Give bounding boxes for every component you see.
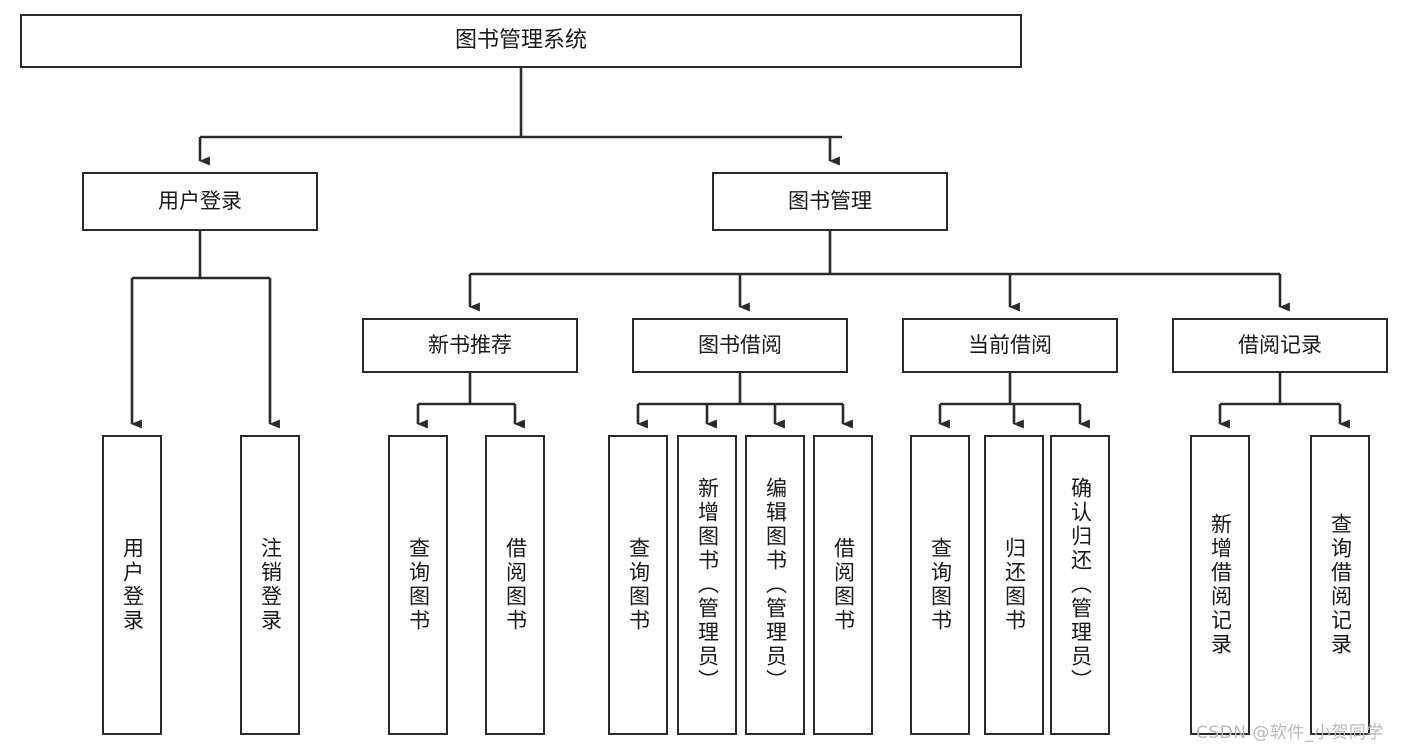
node-new-book-recommend[interactable]: 新书推荐 (362, 318, 578, 373)
node-leaf-query-book-1-label: 查询图书 (406, 537, 431, 633)
node-leaf-query-book-3[interactable]: 查询图书 (910, 435, 970, 735)
node-root-label: 图书管理系统 (454, 27, 587, 53)
node-leaf-add-book-admin-label: 新增图书（管理员） (695, 477, 720, 693)
node-book-manage-label: 图书管理 (788, 188, 872, 213)
node-current-borrow[interactable]: 当前借阅 (902, 318, 1118, 373)
node-borrow-record-label: 借阅记录 (1238, 332, 1322, 357)
node-root[interactable]: 图书管理系统 (20, 14, 1022, 68)
node-current-borrow-label: 当前借阅 (968, 332, 1052, 357)
node-leaf-user-login-label: 用户登录 (120, 537, 145, 633)
node-user-login[interactable]: 用户登录 (82, 172, 318, 231)
node-leaf-add-borrow-record-label: 新增借阅记录 (1208, 513, 1233, 657)
node-leaf-confirm-return-admin[interactable]: 确认归还（管理员） (1050, 435, 1110, 735)
node-leaf-borrow-book-2-label: 借阅图书 (831, 537, 856, 633)
node-leaf-borrow-book-1-label: 借阅图书 (503, 537, 528, 633)
node-leaf-borrow-book-2[interactable]: 借阅图书 (813, 435, 873, 735)
node-leaf-query-borrow-record-label: 查询借阅记录 (1328, 513, 1353, 657)
node-leaf-user-login[interactable]: 用户登录 (102, 435, 162, 735)
node-leaf-return-book[interactable]: 归还图书 (984, 435, 1044, 735)
node-leaf-edit-book-admin-label: 编辑图书（管理员） (763, 477, 788, 693)
node-leaf-logout-login[interactable]: 注销登录 (240, 435, 300, 735)
node-leaf-add-book-admin[interactable]: 新增图书（管理员） (677, 435, 737, 735)
node-leaf-return-book-label: 归还图书 (1002, 537, 1027, 633)
node-book-borrow[interactable]: 图书借阅 (632, 318, 848, 373)
node-borrow-record[interactable]: 借阅记录 (1172, 318, 1388, 373)
node-leaf-query-book-3-label: 查询图书 (928, 537, 953, 633)
node-book-borrow-label: 图书借阅 (698, 332, 782, 357)
node-leaf-confirm-return-admin-label: 确认归还（管理员） (1068, 477, 1093, 693)
csdn-watermark: CSDN @软件_小贺同学 (1196, 723, 1384, 743)
node-leaf-add-borrow-record[interactable]: 新增借阅记录 (1190, 435, 1250, 735)
node-leaf-edit-book-admin[interactable]: 编辑图书（管理员） (745, 435, 805, 735)
node-leaf-borrow-book-1[interactable]: 借阅图书 (485, 435, 545, 735)
node-new-book-recommend-label: 新书推荐 (428, 332, 512, 357)
node-leaf-logout-login-label: 注销登录 (258, 537, 283, 633)
node-book-manage[interactable]: 图书管理 (712, 172, 948, 231)
node-leaf-query-book-2-label: 查询图书 (626, 537, 651, 633)
node-user-login-label: 用户登录 (158, 188, 242, 213)
node-leaf-query-book-1[interactable]: 查询图书 (388, 435, 448, 735)
node-leaf-query-book-2[interactable]: 查询图书 (608, 435, 668, 735)
node-leaf-query-borrow-record[interactable]: 查询借阅记录 (1310, 435, 1370, 735)
